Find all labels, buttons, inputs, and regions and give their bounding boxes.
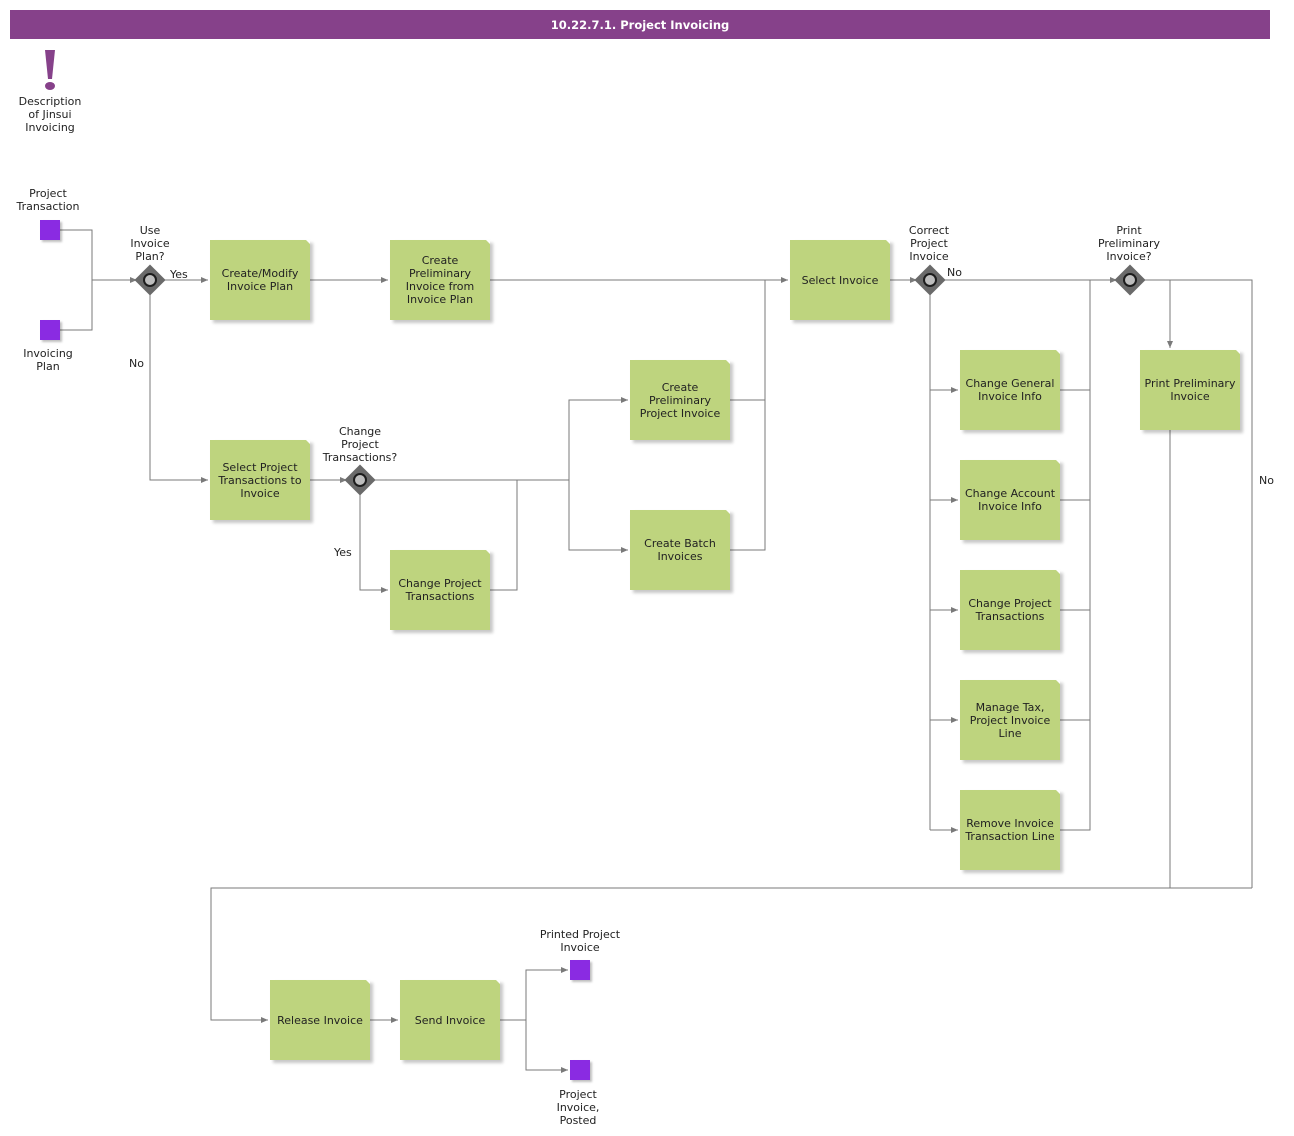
flow-batch-out: [730, 400, 766, 551]
change-project-transactions-label: Change Project Transactions?: [322, 425, 398, 464]
task-send-invoice[interactable]: Send Invoice: [400, 980, 500, 1060]
flow-prelim-project-out: [730, 280, 766, 401]
flow-project-transaction: [60, 229, 137, 283]
flow-change-yes: [359, 491, 388, 593]
task-change-project-transactions-2[interactable]: Change Project Transactions: [960, 570, 1060, 650]
print-preliminary-invoice-gateway-label: Print Preliminary Invoice?: [1097, 224, 1161, 263]
project-transaction-label: Project Transaction: [16, 187, 80, 213]
task-manage-tax[interactable]: Manage Tax, Project Invoice Line: [960, 680, 1060, 760]
flow-invoicing-plan: [60, 280, 93, 331]
flow-print-yes: [1141, 279, 1173, 348]
task-change-general-invoice-info[interactable]: Change General Invoice Info: [960, 350, 1060, 430]
flow-correct-merge: [1060, 280, 1091, 831]
task-print-preliminary-invoice[interactable]: Print Preliminary Invoice: [1140, 350, 1240, 430]
diagram-title: 10.22.7.1. Project Invoicing: [10, 10, 1270, 39]
flow-label-plan-no: No: [129, 357, 144, 370]
flow-label-plan-yes: Yes: [170, 268, 188, 281]
invoicing-plan-label: Invoicing Plan: [23, 347, 73, 373]
printed-project-invoice-data-object[interactable]: [570, 960, 590, 980]
flow-to-batch: [568, 480, 628, 553]
project-invoice-posted-data-object[interactable]: [570, 1060, 590, 1080]
task-create-batch-invoices[interactable]: Create Batch Invoices: [630, 510, 730, 590]
printed-project-invoice-label: Printed Project Invoice: [539, 928, 621, 954]
project-invoice-posted-label: Project Invoice, Posted: [556, 1088, 600, 1127]
correct-project-invoice-label: Correct Project Invoice: [908, 224, 950, 263]
flow-to-release: [210, 887, 1252, 1023]
project-transaction-data-object[interactable]: [40, 220, 60, 240]
task-change-account-invoice-info[interactable]: Change Account Invoice Info: [960, 460, 1060, 540]
task-create-modify-invoice-plan[interactable]: Create/Modify Invoice Plan: [210, 240, 310, 320]
task-create-prelim-from-plan[interactable]: Create Preliminary Invoice from Invoice …: [390, 240, 490, 320]
flow-label-change-yes: Yes: [334, 546, 352, 559]
task-select-project-transactions[interactable]: Select Project Transactions to Invoice: [210, 440, 310, 520]
flow-plan-no: [149, 291, 208, 483]
flow-print-no: [1141, 279, 1253, 888]
note-label: Description of Jinsui Invoicing: [18, 95, 82, 134]
task-remove-invoice-transaction-line[interactable]: Remove Invoice Transaction Line: [960, 790, 1060, 870]
flow-label-print-no: No: [1259, 474, 1274, 487]
task-release-invoice[interactable]: Release Invoice: [270, 980, 370, 1060]
flow-change-to-merge: [490, 480, 518, 591]
invoicing-plan-data-object[interactable]: [40, 320, 60, 340]
exclamation-icon: [45, 50, 55, 90]
use-invoice-plan-label: Use Invoice Plan?: [130, 224, 170, 263]
task-change-project-transactions[interactable]: Change Project Transactions: [390, 550, 490, 630]
task-select-invoice[interactable]: Select Invoice: [790, 240, 890, 320]
task-create-prelim-project-invoice[interactable]: Create Preliminary Project Invoice: [630, 360, 730, 440]
flow-label-correct-no: No: [947, 266, 962, 279]
flow-to-prelim-project: [568, 397, 628, 480]
